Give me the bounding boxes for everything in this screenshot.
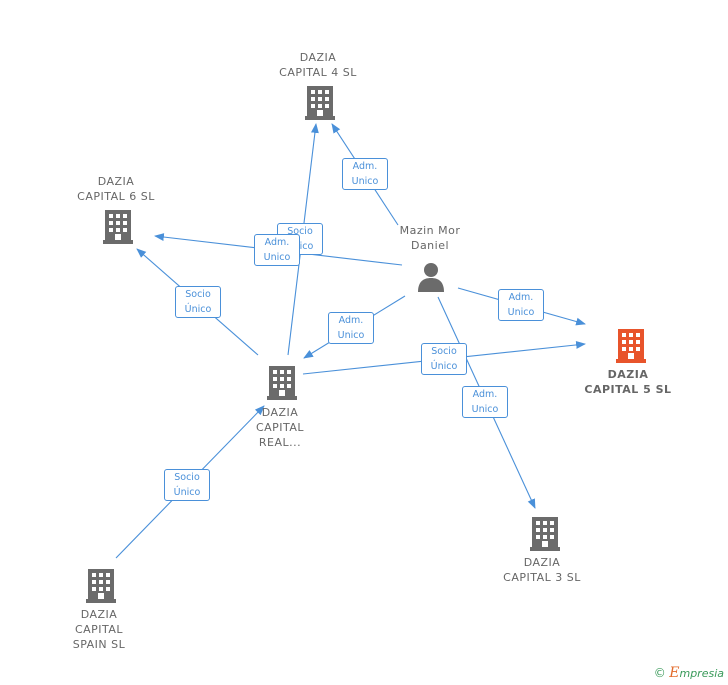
node-label-dazia-capital-real[interactable]: DAZIA CAPITAL REAL...	[255, 406, 305, 449]
edge-label-mazin-to-c4: Adm. Unico	[342, 158, 388, 190]
empresia-footer: © Empresia	[654, 665, 724, 681]
empresia-logo-text: mpresia	[679, 667, 724, 680]
empresia-logo-e: E	[669, 665, 680, 681]
edge-label-mazin-to-c3: Adm. Unico	[462, 386, 508, 418]
building-icon[interactable]	[103, 210, 133, 244]
edge-label-real-to-c6: Socio Único	[175, 286, 221, 318]
edge-label-spain-to-real: Socio Único	[164, 469, 210, 501]
edge-label-mazin-to-real: Adm. Unico	[328, 312, 374, 344]
node-label-mazin-mor-daniel[interactable]: Mazin Mor Daniel	[399, 224, 461, 252]
building-icon[interactable]	[530, 517, 560, 551]
building-icon[interactable]	[305, 86, 335, 120]
node-label-dazia-capital-5[interactable]: DAZIA CAPITAL 5 SL	[584, 368, 672, 396]
person-icon[interactable]	[418, 263, 444, 292]
building-icon[interactable]	[267, 366, 297, 400]
edge-label-real-to-c4: Socio Único	[277, 223, 323, 255]
building-icon[interactable]	[86, 569, 116, 603]
edge-label-mazin-to-c6: Adm. Unico	[254, 234, 300, 266]
copyright-icon: ©	[653, 666, 666, 680]
building-icon[interactable]	[616, 329, 646, 363]
node-label-dazia-capital-4[interactable]: DAZIA CAPITAL 4 SL	[279, 51, 357, 79]
edge-label-mazin-to-c5: Adm. Unico	[498, 289, 544, 321]
edge-label-real-to-c5: Socio Único	[421, 343, 467, 375]
node-label-dazia-capital-spain[interactable]: DAZIA CAPITAL SPAIN SL	[72, 608, 126, 651]
node-label-dazia-capital-3[interactable]: DAZIA CAPITAL 3 SL	[503, 556, 581, 584]
node-label-dazia-capital-6[interactable]: DAZIA CAPITAL 6 SL	[77, 175, 155, 203]
